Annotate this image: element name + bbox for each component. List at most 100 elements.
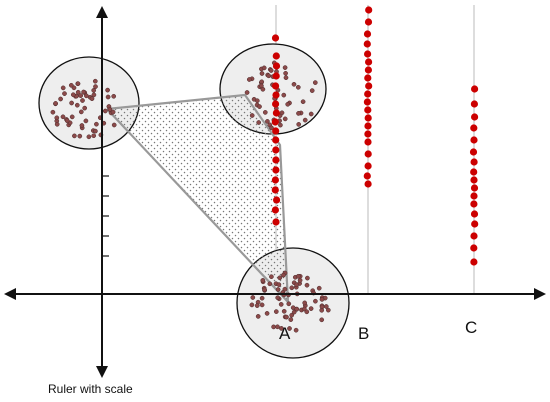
red-point [272,82,280,90]
cluster-point [304,309,310,315]
cluster-point [319,307,325,313]
red-point [364,114,372,122]
cluster-point [296,111,301,116]
red-point [365,82,373,90]
red-point [272,91,280,99]
cluster-point [281,272,286,278]
cluster-point [80,98,85,103]
cluster-point [89,96,95,102]
cluster-point [93,84,98,89]
red-point [470,210,479,218]
cluster-point [293,327,299,333]
cluster-point [249,113,255,118]
ruler-ticks [102,175,109,257]
cluster-point [257,104,262,109]
red-point [470,244,478,252]
cluster-point [294,282,299,288]
cluster-point [105,87,110,93]
red-points-column-a [271,34,281,226]
red-point [364,162,372,170]
cluster-point [325,307,331,313]
cluster-point [105,94,111,100]
cluster-point [277,275,283,281]
cluster-point [60,114,66,120]
red-point [272,52,280,60]
red-point [272,100,280,108]
cluster-point [271,324,276,330]
red-point [272,62,281,70]
cluster-point [58,96,63,102]
cluster-point [86,134,92,140]
cluster-point [273,309,279,314]
cluster-point [69,100,74,106]
red-point [363,40,371,48]
red-point [363,30,372,38]
cluster-point [282,116,288,122]
cluster-point [283,75,289,81]
x-axis-right-arrow [534,288,546,300]
cluster-point [75,81,81,87]
cluster-point [291,81,297,87]
red-point [271,176,279,184]
red-point [470,136,478,144]
cluster-point [313,298,318,304]
point-a-label: A [279,324,291,343]
cluster-point [283,70,288,76]
red-point [364,180,372,188]
cluster-point [281,92,287,98]
cluster-point [60,85,66,91]
red-point [271,186,279,194]
cluster-point [249,302,255,308]
cluster-point [289,312,295,318]
cluster-point [265,119,270,124]
cluster-point [54,115,60,121]
red-point [470,232,478,240]
cluster-point [78,93,84,98]
red-point [272,146,280,154]
cluster-point [70,92,76,98]
cluster-point [294,306,300,312]
point-c-label: C [465,318,478,337]
cluster-point [74,102,80,108]
cluster-point [64,118,70,124]
cluster-point [284,314,289,320]
red-point [363,172,371,180]
cluster-point [262,110,268,115]
cluster-point [256,120,262,125]
cluster-point [282,65,288,70]
cluster-point [279,326,284,331]
cluster-point [278,122,283,128]
cluster-point [53,101,58,106]
cluster-point [276,282,282,287]
cluster-point [259,71,265,76]
cluster-point [254,303,260,308]
red-point [272,156,280,164]
cluster-point [68,82,74,88]
cluster-point [254,98,260,104]
red-point [364,66,372,74]
cluster-point [323,304,329,309]
cluster-point [289,285,295,291]
red-point [469,148,478,156]
cluster-point [269,125,274,131]
cluster-point [50,109,56,115]
cluster-point [84,93,89,99]
cluster-point [110,109,116,115]
red-point [364,138,372,146]
cluster-point [305,275,310,281]
cluster-point [297,277,303,283]
cluster-point [316,285,322,291]
cluster-point [82,105,88,111]
cluster-point [77,133,83,139]
red-point [364,130,372,138]
red-point [470,124,478,132]
cluster-point [91,88,97,93]
red-point [470,200,478,208]
point-b-label: B [358,324,370,343]
red-point [272,166,280,174]
red-point [470,184,479,192]
cluster-point [285,101,291,107]
red-point [470,168,478,176]
cluster-point [308,111,314,117]
